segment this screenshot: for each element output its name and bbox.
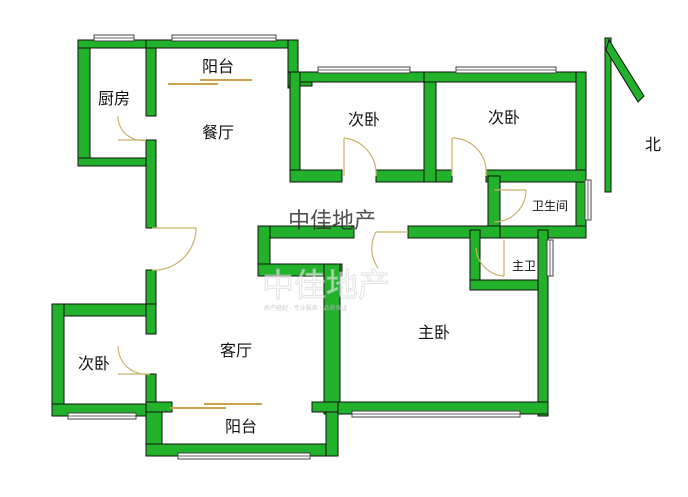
wall-bedroom-right-south [485,169,587,183]
label-master-bath: 主卫 [512,259,536,273]
wall-bedrooms-divider [423,71,437,183]
wall-balcony-bottom-north-a [145,401,173,413]
wall-masterbath-south [469,279,549,291]
watermark-ghost: 中佳地产 [262,266,390,304]
door-bathroom [493,189,527,223]
doors [117,79,527,409]
window-kitchen [93,34,135,42]
window-balcony-top [171,34,277,42]
windows [67,34,592,460]
wall-master-east [537,229,549,417]
window-masterbath [546,239,554,277]
north-arrow-icon [604,37,645,193]
window-bedroom-left [67,412,137,420]
label-living: 客厅 [220,341,252,360]
wall-bedroom-mid-south-a [289,169,343,183]
wall-bedroom-mid-south-b [375,169,453,183]
wall-bedroom-left-west [51,303,65,417]
watermark-subtitle: 房产经纪 · 专业服务 · 品质保证 [264,304,347,312]
label-bathroom: 卫生间 [532,199,568,213]
door-master [371,231,408,269]
door-kitchen [117,115,147,141]
door-bedroom-mid [343,137,377,177]
slide-door-balcony-bottom [170,403,262,409]
watermark: 中佳地产 房产经纪 · 专业服务 · 品质保证 中佳地产 [262,209,391,312]
wall-bedroom-left-east [145,303,157,335]
label-balcony-bottom: 阳台 [225,417,257,436]
door-bedroom-right [451,137,487,177]
wall-bedroom-mid-west [289,71,301,183]
wall-corridor-south [257,263,343,277]
wall-kitchen-south [77,157,155,167]
wall-kitchen-east [145,39,157,117]
watermark-main: 中佳地产 [288,209,376,234]
wall-kitchen-west [77,39,91,167]
label-bedroom-left: 次卧 [78,354,110,373]
window-master [351,410,521,418]
label-bedroom-right: 次卧 [488,108,520,127]
wall-corridor-north-b [407,225,501,239]
door-dining-west [151,227,197,271]
window-bathroom [584,179,592,221]
label-master: 主卧 [418,323,450,342]
wall-bathroom-west [487,175,501,227]
window-balcony-bottom [177,452,311,460]
label-kitchen: 厨房 [98,89,130,108]
slide-door-balcony-top [168,79,252,85]
window-bedroom-mid [317,66,411,74]
wall-bedroom-left-north [51,303,157,317]
label-bedroom-mid: 次卧 [348,110,380,129]
label-dining: 餐厅 [202,123,234,142]
wall-balcony-bottom-north-b [311,401,339,413]
wall-bathroom-south [487,225,587,239]
wall-dining-west [145,139,157,229]
label-balcony-top: 阳台 [202,57,234,76]
door-bedroom-left [117,345,151,375]
door-master-bath [475,240,505,277]
north-label: 北 [645,135,661,154]
room-labels: 厨房 阳台 餐厅 次卧 次卧 卫生间 主卫 次卧 客厅 主卧 阳台 [78,57,568,436]
walls [51,39,587,457]
window-bedroom-right [455,66,557,74]
